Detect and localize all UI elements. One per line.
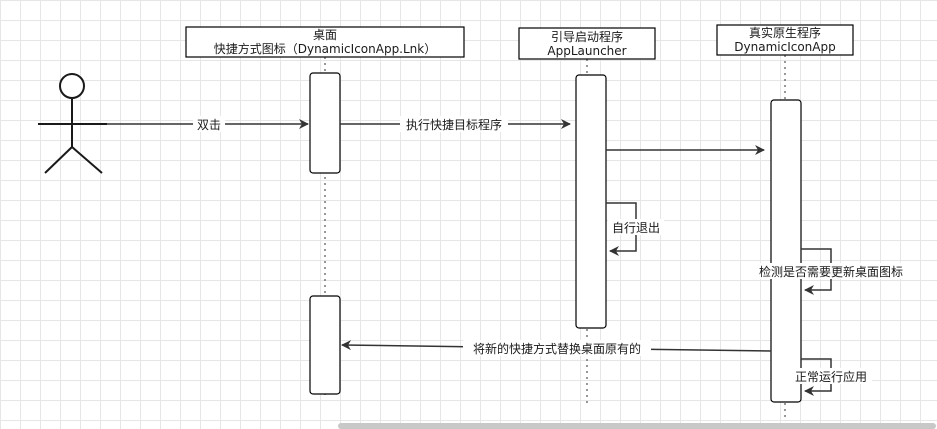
message-double-click-label: 双击 bbox=[197, 118, 221, 132]
participant-launcher: 引导启动程序 AppLauncher bbox=[518, 27, 656, 60]
message-execute-target-label: 执行快捷目标程序 bbox=[406, 117, 502, 132]
participant-desktop-title: 桌面 bbox=[313, 28, 337, 42]
actor-stick-figure bbox=[38, 73, 107, 174]
participant-real-app-title: 真实原生程序 bbox=[749, 25, 821, 40]
participant-launcher-title: 引导启动程序 bbox=[551, 29, 623, 44]
activation-desktop-1 bbox=[309, 72, 341, 174]
participant-desktop: 桌面 快捷方式图标（DynamicIconApp.Lnk） bbox=[185, 26, 465, 58]
participant-launcher-subtitle: AppLauncher bbox=[547, 44, 626, 58]
activation-desktop-2 bbox=[309, 295, 341, 395]
message-replace-shortcut-label: 将新的快捷方式替换桌面原有的 bbox=[473, 341, 641, 356]
participant-real-app-subtitle: DynamicIconApp bbox=[734, 40, 835, 54]
message-run-app-label: 正常运行应用 bbox=[795, 369, 867, 384]
activation-launcher bbox=[575, 74, 607, 329]
participant-desktop-subtitle: 快捷方式图标（DynamicIconApp.Lnk） bbox=[214, 41, 437, 56]
message-self-exit-label: 自行退出 bbox=[612, 221, 660, 235]
activation-real-app bbox=[770, 99, 802, 403]
message-check-icon-label: 检测是否需要更新桌面图标 bbox=[759, 264, 903, 279]
participant-real-app: 真实原生程序 DynamicIconApp bbox=[716, 24, 854, 56]
horizontal-scrollbar[interactable] bbox=[338, 423, 936, 429]
